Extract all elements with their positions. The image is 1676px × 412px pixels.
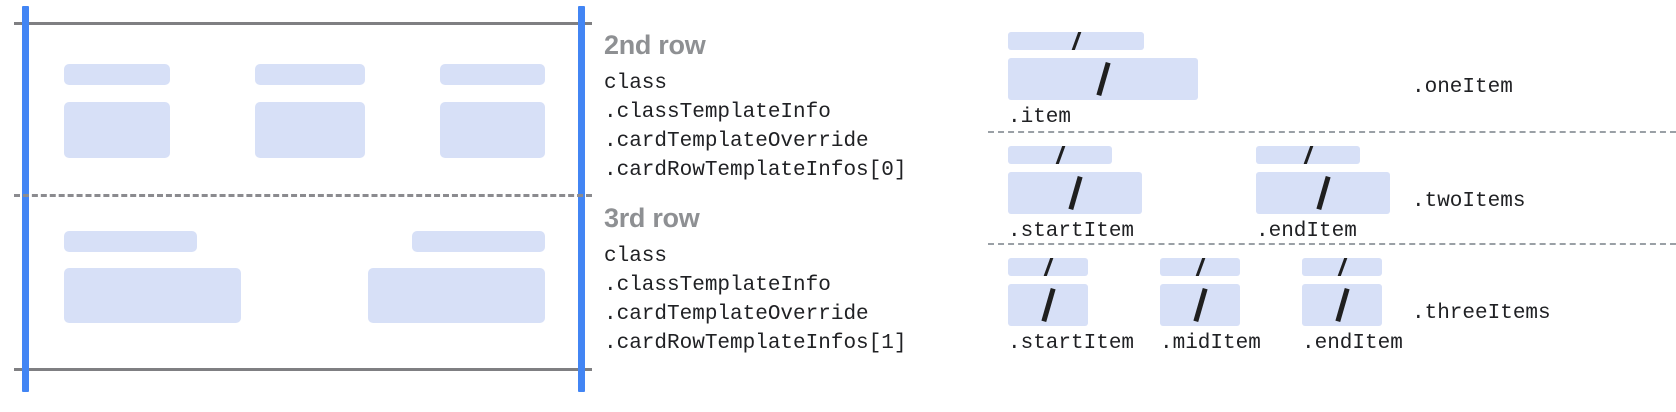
row-divider-line (14, 194, 592, 197)
slot-end-item: .endItem (1302, 258, 1403, 355)
row3-cell1-title-placeholder (64, 231, 197, 252)
variant-two-items: .startItem .endItem .twoItems (984, 138, 1676, 246)
top-boundary-line (14, 22, 592, 25)
card-schematic-panel (0, 0, 592, 412)
variant-separator-1 (988, 131, 1676, 133)
row2-cell3-title-placeholder (440, 64, 545, 85)
variant-three-items-name: .threeItems (1412, 302, 1551, 325)
slot-item-large-placeholder (1008, 58, 1198, 100)
slot-end-item-small-placeholder (1302, 258, 1382, 276)
slash-icon (1316, 175, 1331, 211)
slot-start-item-label: .startItem (1008, 332, 1135, 355)
bottom-boundary-line (14, 368, 592, 371)
variant-three-items: .startItem .midItem .endItem (984, 250, 1676, 360)
block-title-2nd-row: 2nd row (604, 30, 706, 60)
slot-end-item-large-placeholder (1256, 172, 1390, 214)
slot-end-item-label: .endItem (1302, 332, 1403, 355)
slash-icon (1096, 61, 1111, 97)
row2-cell3-body-placeholder (440, 102, 545, 158)
slash-icon (1195, 258, 1206, 276)
slot-end-item: .endItem (1256, 146, 1390, 243)
description-block-3rd-row: 3rd row class .classTemplateInfo .cardTe… (604, 205, 906, 358)
slash-icon (1303, 146, 1314, 164)
variant-one-item-name: .oneItem (1412, 76, 1513, 99)
class-path-descriptions: 2nd row class .classTemplateInfo .cardTe… (604, 0, 984, 412)
row2-cell1-title-placeholder (64, 64, 170, 85)
slot-mid-item-label: .midItem (1160, 332, 1261, 355)
row3-cell1-body-placeholder (64, 268, 241, 323)
row2-cell1-body-placeholder (64, 102, 170, 158)
slash-icon (1043, 258, 1054, 276)
variant-two-items-name: .twoItems (1412, 190, 1526, 213)
slash-icon (1337, 258, 1348, 276)
slot-start-item-large-placeholder (1008, 172, 1142, 214)
slot-mid-item: .midItem (1160, 258, 1261, 355)
slot-end-item-label: .endItem (1256, 220, 1357, 243)
slot-item: .item (1008, 32, 1198, 129)
slash-icon (1068, 175, 1083, 211)
block-path-2nd-row: class .classTemplateInfo .cardTemplateOv… (604, 72, 907, 182)
row2-cell2-title-placeholder (255, 64, 365, 85)
variant-one-item: .item .oneItem (984, 24, 1676, 132)
slash-icon (1193, 287, 1208, 323)
row3-cell2-body-placeholder (368, 268, 545, 323)
slash-icon (1055, 146, 1066, 164)
slot-start-item-label: .startItem (1008, 220, 1135, 243)
row3-cell2-title-placeholder (412, 231, 545, 252)
slash-icon (1041, 287, 1056, 323)
slot-end-item-small-placeholder (1256, 146, 1360, 164)
item-variants-panel: .item .oneItem .startItem (984, 0, 1676, 412)
slot-item-small-placeholder (1008, 32, 1144, 50)
slot-start-item-large-placeholder (1008, 284, 1088, 326)
slot-item-label: .item (1008, 106, 1072, 129)
block-title-3rd-row: 3rd row (604, 203, 700, 233)
slot-mid-item-large-placeholder (1160, 284, 1240, 326)
slash-icon (1335, 287, 1350, 323)
left-margin-guide (22, 6, 29, 392)
slash-icon (1071, 32, 1082, 50)
slot-mid-item-small-placeholder (1160, 258, 1240, 276)
variant-separator-2 (988, 243, 1676, 245)
right-margin-guide (578, 6, 585, 392)
slot-start-item-small-placeholder (1008, 258, 1088, 276)
slot-start-item: .startItem (1008, 258, 1134, 355)
description-block-2nd-row: 2nd row class .classTemplateInfo .cardTe… (604, 32, 906, 185)
slot-start-item: .startItem (1008, 146, 1142, 243)
row2-cell2-body-placeholder (255, 102, 365, 158)
slot-start-item-small-placeholder (1008, 146, 1112, 164)
slot-end-item-large-placeholder (1302, 284, 1382, 326)
block-path-3rd-row: class .classTemplateInfo .cardTemplateOv… (604, 245, 907, 355)
